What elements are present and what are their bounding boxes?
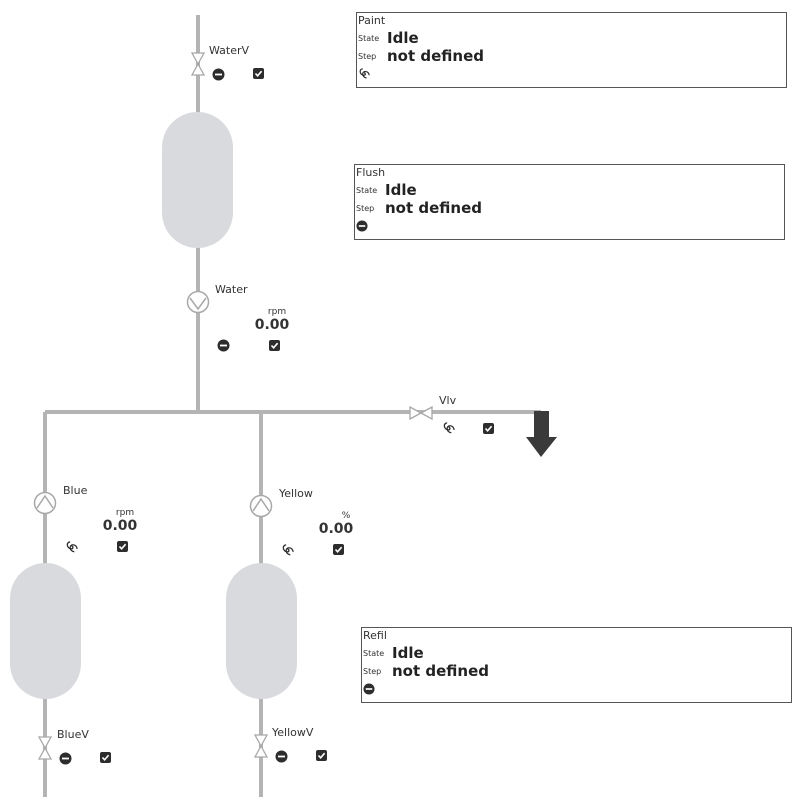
- blue-tank[interactable]: [10, 563, 81, 699]
- blue-pump-symbol[interactable]: [33, 491, 57, 515]
- check-icon: [118, 543, 127, 551]
- stop-icon[interactable]: [363, 683, 375, 695]
- check-icon: [484, 425, 493, 433]
- flush-state-label: State: [356, 186, 378, 195]
- spiral-icon[interactable]: [358, 68, 370, 80]
- yellow-valve-label: YellowV: [272, 726, 314, 739]
- water-valve-checkbox[interactable]: [253, 68, 264, 79]
- stop-icon[interactable]: [275, 750, 288, 763]
- blue-valve-symbol[interactable]: [37, 736, 53, 760]
- paint-state-value: Idle: [387, 29, 419, 47]
- water-pump-checkbox[interactable]: [269, 340, 280, 351]
- blue-pump-checkbox[interactable]: [117, 541, 128, 552]
- yellow-valve-symbol[interactable]: [253, 734, 269, 758]
- water-pump-symbol[interactable]: [186, 290, 210, 314]
- water-valve-label: WaterV: [209, 44, 250, 57]
- refil-panel-title: Refil: [363, 629, 387, 642]
- paint-state-label: State: [358, 34, 380, 43]
- drain-arrow-icon: [526, 411, 557, 457]
- stop-icon[interactable]: [217, 339, 230, 352]
- paint-step-value: not defined: [387, 47, 484, 65]
- water-tank[interactable]: [162, 112, 233, 248]
- spiral-icon[interactable]: [281, 544, 294, 557]
- yellow-pump-checkbox[interactable]: [333, 544, 344, 555]
- drain-valve-label: Vlv: [439, 394, 457, 407]
- spiral-icon[interactable]: [65, 541, 78, 554]
- drain-valve-checkbox[interactable]: [483, 423, 494, 434]
- flush-panel[interactable]: Flush State Idle Step not defined: [354, 164, 785, 240]
- stop-icon[interactable]: [212, 68, 225, 81]
- yellow-valve-checkbox[interactable]: [316, 750, 327, 761]
- check-icon: [334, 546, 343, 554]
- refil-step-value: not defined: [392, 662, 489, 680]
- refil-state-label: State: [363, 649, 385, 658]
- check-icon: [254, 70, 263, 78]
- drain-valve-symbol[interactable]: [409, 405, 433, 421]
- yellow-tank[interactable]: [226, 563, 297, 699]
- flush-state-value: Idle: [385, 181, 417, 199]
- refil-state-value: Idle: [392, 644, 424, 662]
- yellow-pump-value[interactable]: 0.00: [318, 521, 354, 537]
- water-valve-symbol[interactable]: [190, 52, 206, 76]
- water-pump-unit: rpm: [267, 307, 287, 317]
- spiral-icon[interactable]: [442, 422, 455, 435]
- flush-panel-title: Flush: [356, 166, 386, 179]
- blue-valve-label: BlueV: [57, 728, 89, 741]
- blue-pump-unit: rpm: [115, 508, 135, 518]
- check-icon: [317, 752, 326, 760]
- yellow-pump-unit: %: [341, 511, 351, 521]
- paint-panel[interactable]: Paint State Idle Step not defined: [356, 12, 787, 88]
- refil-panel[interactable]: Refil State Idle Step not defined: [361, 627, 792, 703]
- flush-step-label: Step: [356, 204, 375, 213]
- paint-step-label: Step: [358, 52, 377, 61]
- blue-valve-checkbox[interactable]: [100, 752, 111, 763]
- check-icon: [270, 342, 279, 350]
- blue-pump-value[interactable]: 0.00: [102, 518, 138, 534]
- check-icon: [101, 754, 110, 762]
- paint-panel-title: Paint: [358, 14, 386, 27]
- yellow-pump-label: Yellow: [279, 487, 313, 500]
- stop-icon[interactable]: [59, 752, 72, 765]
- stop-icon[interactable]: [356, 220, 368, 232]
- water-pump-label: Water: [215, 283, 248, 296]
- yellow-pump-symbol[interactable]: [249, 494, 273, 518]
- blue-pump-label: Blue: [63, 484, 88, 497]
- water-pump-value[interactable]: 0.00: [254, 317, 290, 333]
- refil-step-label: Step: [363, 667, 382, 676]
- flush-step-value: not defined: [385, 199, 482, 217]
